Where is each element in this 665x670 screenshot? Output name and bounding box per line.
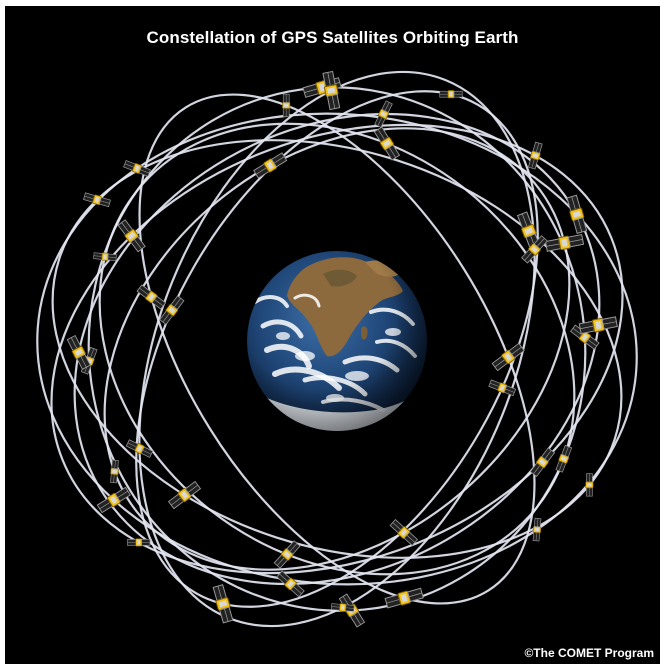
satellite-icon — [566, 194, 588, 234]
satellite-icon — [322, 70, 341, 111]
orbit-path — [98, 122, 576, 576]
satellite-icon — [488, 379, 517, 397]
orbit-path — [135, 90, 539, 608]
satellite-icon — [585, 473, 594, 497]
diagram-title: Constellation of GPS Satellites Orbiting… — [146, 28, 519, 47]
satellite-icon — [110, 459, 119, 484]
orbit-path — [87, 86, 587, 612]
satellite-icon — [123, 160, 151, 177]
orbit-path — [51, 139, 623, 559]
satellite-icon — [555, 444, 573, 473]
earth-globe-icon — [247, 251, 427, 431]
satellite-icon — [93, 252, 117, 261]
satellite-icon — [544, 233, 585, 252]
satellite-icon — [389, 519, 419, 546]
satellite-icon — [136, 284, 167, 310]
satellite-icon — [127, 538, 151, 547]
satellite-icon — [117, 219, 146, 253]
satellite-icon — [578, 316, 618, 335]
satellite-icon — [96, 486, 131, 514]
satellite-icon — [374, 100, 393, 128]
satellite-icon — [527, 141, 543, 170]
satellite-icon — [439, 90, 463, 99]
satellite-icon — [273, 540, 301, 569]
satellite-icon — [532, 517, 542, 542]
satellite-icon — [384, 587, 424, 609]
satellite-icon — [521, 235, 548, 264]
satellite-icon — [330, 603, 355, 612]
satellite-icon — [282, 93, 291, 117]
satellite-icon — [159, 295, 185, 325]
satellites — [66, 70, 618, 628]
satellite-icon — [83, 192, 111, 208]
satellite-icon — [529, 447, 556, 477]
satellite-icon — [373, 126, 401, 161]
credit-label: ©The COMET Program — [524, 646, 654, 660]
satellite-icon — [212, 584, 234, 624]
orbit-path — [138, 93, 536, 605]
orbit-path — [36, 112, 638, 586]
satellite-icon — [491, 342, 525, 372]
satellite-icon — [253, 152, 288, 179]
satellite-icon — [570, 324, 600, 350]
satellite-icon — [276, 570, 305, 598]
orbit-path — [50, 123, 624, 575]
orbit-path — [103, 127, 571, 571]
constellation-diagram — [36, 70, 638, 628]
diagram-canvas: Constellation of GPS Satellites Orbiting… — [5, 6, 660, 664]
satellite-icon — [167, 480, 202, 510]
satellite-icon — [66, 334, 91, 370]
satellite-icon — [125, 439, 154, 458]
